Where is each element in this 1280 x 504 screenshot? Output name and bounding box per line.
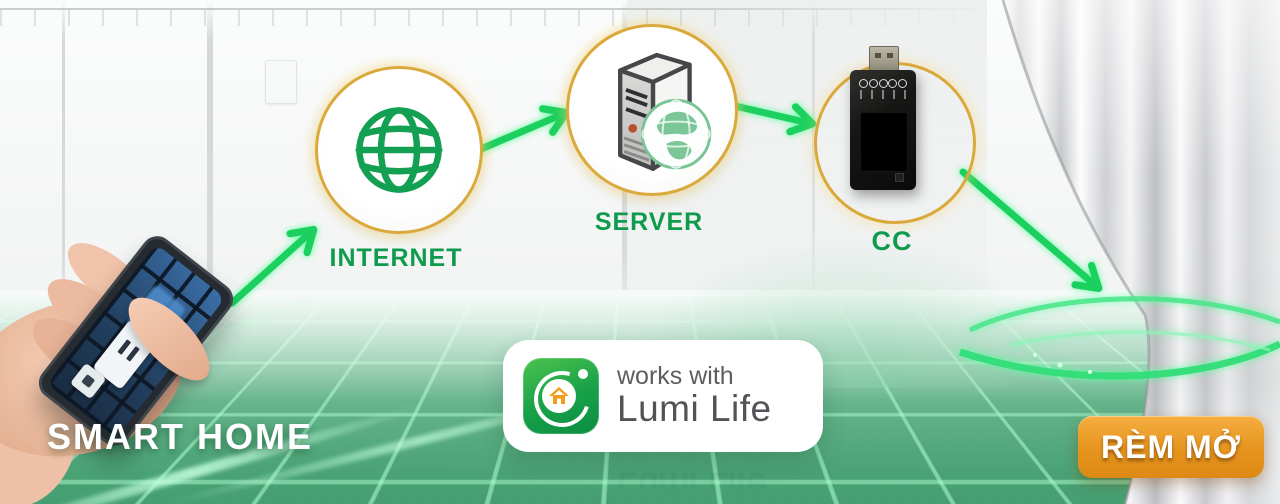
house-icon xyxy=(549,387,569,404)
server-node xyxy=(566,24,738,196)
logo-lens xyxy=(542,379,576,413)
badge-line1: works with xyxy=(617,362,734,391)
globe-icon xyxy=(355,107,443,193)
curtain-open-button[interactable]: RÈM MỞ xyxy=(1078,416,1264,478)
works-with-badge: works with Lumi Life xyxy=(503,340,823,452)
lumi-life-app-icon xyxy=(523,358,600,437)
curtain-rail xyxy=(0,8,992,26)
wall-panel-line xyxy=(207,0,213,352)
arrow-cc-to-curtain xyxy=(959,168,1103,293)
dongle-label-panel xyxy=(860,112,908,172)
usb-plug xyxy=(869,46,899,74)
logo-dot xyxy=(578,369,588,379)
arrow-phone-to-internet xyxy=(228,225,318,307)
internet-label: INTERNET xyxy=(329,244,463,272)
badge-reflection: Lumi Life xyxy=(617,465,768,504)
internet-node xyxy=(315,66,483,234)
dongle-notch xyxy=(895,173,904,182)
arrow-internet-to-server xyxy=(477,105,570,153)
server-label: SERVER xyxy=(594,208,704,236)
dongle-led-labels xyxy=(860,90,906,99)
badge-line2: Lumi Life xyxy=(617,387,772,429)
smart-home-label: SMART HOME xyxy=(47,416,313,457)
cc-label: CC xyxy=(871,226,913,256)
dongle-body xyxy=(850,70,916,190)
wall-panel-line xyxy=(812,0,815,300)
server-icon xyxy=(618,52,712,171)
arrow-server-to-cc xyxy=(731,102,817,136)
server-globe xyxy=(640,98,712,170)
wall-panel-line xyxy=(62,0,65,340)
light-switch xyxy=(265,60,297,104)
badge-text: works with Lumi Life xyxy=(617,363,772,428)
pause-icon xyxy=(117,339,140,362)
dongle-leds xyxy=(859,79,907,88)
curtain-glow-swirl xyxy=(958,296,1280,380)
